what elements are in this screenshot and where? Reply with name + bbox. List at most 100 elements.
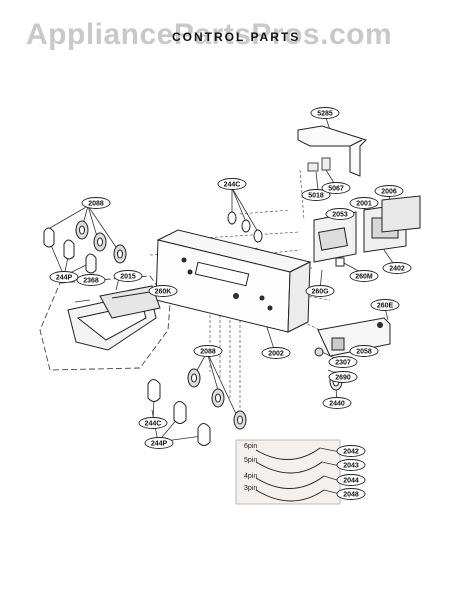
callout-bubble: [321, 182, 351, 194]
callout-bubble: [144, 437, 174, 449]
callout-label: 2368: [83, 278, 99, 285]
callout-bubble: [305, 285, 335, 297]
callout-label: 2044: [343, 478, 359, 485]
callout-5285: 5285: [310, 107, 340, 119]
switch-parts: [307, 157, 331, 172]
callout-bubble: [193, 345, 223, 357]
callout-2042: 2042: [336, 445, 366, 457]
callout-bubble: [261, 347, 291, 359]
callout-label: 2001: [356, 201, 372, 208]
callout-2001: 2001: [349, 197, 379, 209]
callout-bubble: [336, 459, 366, 471]
diagram-heading: CONTROL PARTS: [172, 30, 301, 44]
callout-2088: 2088: [193, 345, 223, 357]
callout-244c: 244C: [217, 178, 247, 190]
callout-bubble: [328, 356, 358, 368]
harness-label-6pin: 6pin: [244, 443, 257, 450]
callout-2058: 2058: [349, 345, 379, 357]
callout-bubble: [49, 271, 79, 283]
callout-260k: 260K: [148, 285, 178, 297]
callout-label: 260M: [355, 274, 373, 281]
callout-bubble: [349, 270, 379, 282]
display-lens: [67, 285, 161, 351]
callout-bubble: [81, 197, 111, 209]
callout-bubble: [336, 474, 366, 486]
watermark: AppliancePartsPros.com: [26, 18, 393, 51]
callout-label: 260K: [155, 289, 172, 296]
callout-label: 2307: [335, 360, 351, 367]
callout-label: 2088: [200, 349, 216, 356]
callout-label: 2006: [381, 189, 397, 196]
callout-244p: 244P: [49, 271, 79, 283]
callout-bubble: [322, 397, 352, 409]
callout-label: 244P: [151, 441, 168, 448]
callout-label: 244C: [224, 182, 241, 189]
callout-2006: 2006: [374, 185, 404, 197]
harness-label-5pin: 5pin: [244, 457, 257, 464]
callout-bubble: [382, 262, 412, 274]
harness-label-3pin: 3pin: [244, 485, 257, 492]
knobs-left-top: [43, 220, 127, 274]
mounting-bracket: [297, 125, 367, 177]
callout-label: 5018: [308, 193, 324, 200]
callout-2690: 2690: [328, 371, 358, 383]
callout-label: 260E: [377, 303, 394, 310]
callout-260m: 260M: [349, 270, 379, 282]
callout-2402: 2402: [382, 262, 412, 274]
callout-label: 2440: [329, 401, 345, 408]
callout-label: 2002: [268, 351, 284, 358]
callout-bubble: [370, 299, 400, 311]
control-panel-housing: [155, 229, 312, 333]
callout-label: 5285: [317, 111, 333, 118]
callout-bubble: [336, 445, 366, 457]
callout-2043: 2043: [336, 459, 366, 471]
callout-bubble: [217, 178, 247, 190]
callout-bubble: [138, 417, 168, 429]
callout-2368: 2368: [76, 274, 106, 286]
wire-harness-box: 6pin 5pin 4pin 3pin: [235, 439, 341, 505]
callout-5018: 5018: [301, 189, 331, 201]
callout-260e: 260E: [370, 299, 400, 311]
callout-244p: 244P: [144, 437, 174, 449]
callout-label: 2053: [332, 212, 348, 219]
knob-spacers-top: [227, 211, 263, 243]
callout-bubble: [336, 488, 366, 500]
display-board: [313, 211, 357, 263]
callout-5067: 5067: [321, 182, 351, 194]
callout-label: 2088: [88, 201, 104, 208]
callout-layer: 5285 5018 5067 244C 2006 2001 2053 2402 260M 2088…: [49, 107, 412, 500]
callout-bubble: [328, 371, 358, 383]
callout-2440: 2440: [322, 397, 352, 409]
callout-label: 2058: [356, 349, 372, 356]
callout-2002: 2002: [261, 347, 291, 359]
callout-bubble: [113, 270, 143, 282]
callout-label: 5067: [328, 186, 344, 193]
callout-bubble: [310, 107, 340, 119]
callout-2088: 2088: [81, 197, 111, 209]
callout-bubble: [349, 197, 379, 209]
callout-label: 2042: [343, 449, 359, 456]
callout-bubble: [374, 185, 404, 197]
callout-label: 260G: [311, 289, 329, 296]
callout-label: 2402: [389, 266, 405, 273]
knobs-left-bottom: [147, 368, 247, 446]
callout-label: 244P: [56, 275, 73, 282]
callout-2307: 2307: [328, 356, 358, 368]
callout-label: 2048: [343, 492, 359, 499]
callout-label: 244C: [145, 421, 162, 428]
callout-bubble: [301, 189, 331, 201]
callout-2044: 2044: [336, 474, 366, 486]
control-board: [335, 195, 421, 267]
callout-label: 2043: [343, 463, 359, 470]
callout-bubble: [325, 208, 355, 220]
callout-bubble: [349, 345, 379, 357]
callout-260g: 260G: [305, 285, 335, 297]
harness-label-4pin: 4pin: [244, 473, 257, 480]
callout-label: 2690: [335, 375, 351, 382]
callout-2053: 2053: [325, 208, 355, 220]
knob-group-outline: [39, 275, 171, 371]
callout-label: 2015: [120, 274, 136, 281]
callout-244c: 244C: [138, 417, 168, 429]
